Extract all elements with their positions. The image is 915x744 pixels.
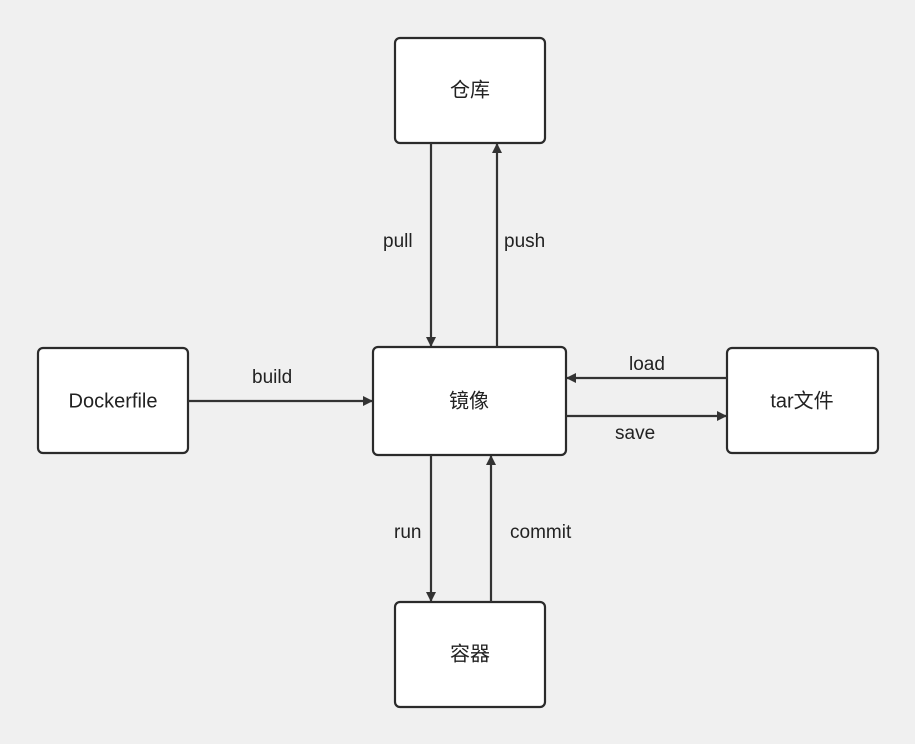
edge-run-label: run [394,522,421,543]
edge-push-label: push [504,231,545,252]
edge-build-label: build [252,367,292,388]
edge-commit-label: commit [510,522,572,543]
node-image-label: 镜像 [449,389,489,412]
node-registry-label: 仓库 [450,78,490,101]
edge-pull-label: pull [383,231,413,252]
edge-load-label: load [629,354,665,375]
node-dockerfile-label: Dockerfile [69,390,158,412]
node-image: 镜像 [371,345,568,457]
node-tar: tar文件 [725,346,880,455]
node-container-label: 容器 [450,642,490,665]
node-dockerfile: Dockerfile [36,346,190,455]
node-tar-label: tar文件 [770,389,833,412]
node-container: 容器 [393,600,547,709]
node-registry: 仓库 [393,36,547,145]
edge-save-label: save [615,423,655,444]
